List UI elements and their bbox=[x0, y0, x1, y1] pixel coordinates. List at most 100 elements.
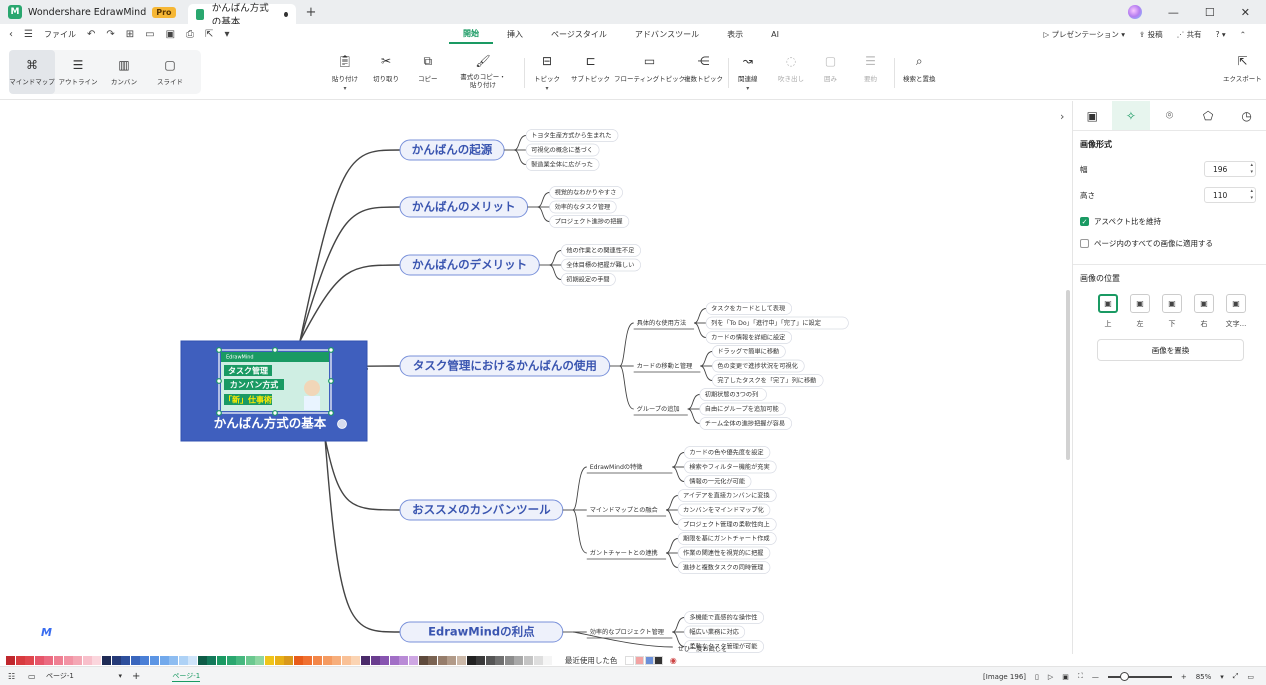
maximize-icon[interactable]: ☐ bbox=[1204, 5, 1215, 19]
color-swatch[interactable] bbox=[159, 655, 169, 665]
resize-handle[interactable] bbox=[272, 410, 278, 416]
resize-handle[interactable] bbox=[272, 347, 278, 353]
leaf-topic[interactable] bbox=[684, 475, 752, 488]
back-icon[interactable]: ‹ bbox=[9, 28, 13, 40]
mindmap-diagram[interactable]: EdrawMindタスク管理カンバン方式「新」仕事術かんばん方式の基本かんばんの… bbox=[0, 101, 1062, 654]
color-swatch[interactable] bbox=[408, 655, 418, 665]
keep-aspect-checkbox[interactable]: ✓ アスペクト比を維持 bbox=[1080, 214, 1266, 228]
find-replace-button[interactable]: ⌕検索と置換 bbox=[903, 54, 936, 83]
leaf-topic[interactable] bbox=[705, 331, 793, 344]
color-swatch[interactable] bbox=[274, 655, 284, 665]
position-bottom[interactable]: ▣下 bbox=[1161, 294, 1183, 329]
color-swatch[interactable] bbox=[111, 655, 121, 665]
document-tab[interactable]: かんばん方式の基本 bbox=[187, 3, 296, 28]
vertical-scrollbar[interactable] bbox=[1066, 290, 1070, 460]
leaf-topic[interactable] bbox=[677, 561, 771, 574]
color-swatch[interactable] bbox=[15, 655, 25, 665]
page-layout-icon[interactable]: ☷ bbox=[8, 671, 16, 681]
publish-button[interactable]: ⇪ 投稿 bbox=[1139, 29, 1163, 39]
view-kanban-button[interactable]: ▥カンバン bbox=[101, 50, 147, 94]
panel-icon[interactable]: ▭ bbox=[1247, 672, 1254, 681]
subtopic-button[interactable]: ⊏サブトピック bbox=[571, 54, 610, 83]
apply-all-checkbox[interactable]: ページ内のすべての画像に適用する bbox=[1080, 236, 1266, 250]
leaf-topic[interactable] bbox=[705, 316, 849, 330]
zoom-in-icon[interactable]: + bbox=[1180, 672, 1187, 681]
leaf-topic[interactable] bbox=[684, 625, 746, 639]
paste-button[interactable]: 📋︎貼り付け▾ bbox=[332, 54, 358, 92]
ribbon-tab-4[interactable]: 表示 bbox=[727, 29, 744, 39]
leaf-topic[interactable] bbox=[705, 302, 793, 315]
view-outline-button[interactable]: ☰アウトライン bbox=[55, 50, 101, 94]
color-swatch[interactable] bbox=[524, 655, 534, 665]
redo-icon[interactable]: ↷ bbox=[106, 28, 115, 40]
leaf-topic[interactable] bbox=[712, 374, 824, 387]
color-swatch[interactable] bbox=[121, 655, 131, 665]
color-swatch[interactable] bbox=[217, 655, 227, 665]
color-swatch[interactable] bbox=[82, 655, 92, 665]
zoom-knob[interactable] bbox=[1119, 671, 1129, 681]
ribbon-tab-5[interactable]: AI bbox=[771, 29, 779, 39]
summary-button[interactable]: ☰要約 bbox=[864, 54, 877, 83]
position-text[interactable]: ▣文字... bbox=[1225, 294, 1247, 329]
cut-button[interactable]: ✂切り取り bbox=[373, 54, 399, 83]
callout-button[interactable]: ◌吹き出し bbox=[778, 54, 804, 83]
subtopic[interactable] bbox=[549, 215, 630, 228]
leaf-topic[interactable] bbox=[699, 417, 793, 430]
color-swatch[interactable] bbox=[360, 655, 370, 665]
save-icon[interactable]: ▣ bbox=[165, 28, 176, 40]
help-button[interactable]: ? ▾ bbox=[1215, 29, 1226, 39]
page-view-icon[interactable]: ▭ bbox=[28, 671, 36, 681]
page-selector[interactable]: ページ-1▾ bbox=[46, 671, 122, 681]
subtopic[interactable] bbox=[549, 186, 623, 199]
color-swatch[interactable] bbox=[236, 655, 246, 665]
minimize-icon[interactable]: — bbox=[1167, 5, 1179, 19]
color-swatch[interactable] bbox=[207, 655, 217, 665]
resize-handle[interactable] bbox=[216, 378, 222, 384]
subtopic[interactable] bbox=[549, 200, 617, 214]
leaf-topic[interactable] bbox=[677, 489, 777, 502]
resize-handle[interactable] bbox=[216, 347, 222, 353]
color-swatch[interactable] bbox=[44, 655, 54, 665]
recent-color-swatch[interactable] bbox=[625, 655, 635, 665]
history-tab[interactable]: ◷ bbox=[1227, 101, 1266, 130]
color-swatch[interactable] bbox=[284, 655, 294, 665]
color-swatch[interactable] bbox=[332, 655, 342, 665]
ai-tab[interactable]: ✧ bbox=[1111, 101, 1151, 130]
color-swatch[interactable] bbox=[303, 655, 313, 665]
height-input[interactable]: 110 bbox=[1204, 187, 1256, 203]
leaf-topic[interactable] bbox=[712, 359, 805, 373]
ribbon-tab-3[interactable]: アドバンスツール bbox=[634, 29, 700, 39]
replace-image-button[interactable]: 画像を置換 bbox=[1097, 339, 1244, 361]
color-swatch[interactable] bbox=[226, 655, 236, 665]
recent-color-swatch[interactable] bbox=[654, 655, 664, 665]
open-folder-icon[interactable]: ▭ bbox=[145, 28, 155, 40]
color-swatch[interactable] bbox=[101, 655, 111, 665]
leaf-topic[interactable] bbox=[699, 402, 786, 416]
color-swatch[interactable] bbox=[504, 655, 514, 665]
color-swatch[interactable] bbox=[437, 655, 447, 665]
fit-icon[interactable]: ▯ bbox=[1035, 672, 1039, 681]
color-swatch[interactable] bbox=[389, 655, 399, 665]
color-swatch[interactable] bbox=[476, 655, 486, 665]
location-tab[interactable]: ⌾ bbox=[1150, 101, 1189, 130]
export-quick-icon[interactable]: ⇱ bbox=[205, 28, 214, 40]
ribbon-tab-0[interactable]: 開始 bbox=[449, 24, 493, 44]
style-tab[interactable]: ▣ bbox=[1073, 101, 1112, 130]
ribbon-tab-1[interactable]: 挿入 bbox=[507, 29, 523, 39]
unsaved-dot-icon[interactable] bbox=[283, 11, 288, 17]
color-swatch[interactable] bbox=[418, 655, 428, 665]
zoom-out-icon[interactable]: — bbox=[1091, 672, 1099, 681]
color-swatch[interactable] bbox=[351, 655, 361, 665]
color-swatch[interactable] bbox=[514, 655, 524, 665]
panel-collapse-icon[interactable]: › bbox=[1060, 110, 1065, 123]
color-swatch[interactable] bbox=[6, 655, 15, 665]
zoom-slider[interactable] bbox=[1107, 671, 1172, 681]
resize-handle[interactable] bbox=[328, 347, 334, 353]
color-swatch[interactable] bbox=[73, 655, 83, 665]
hamburger-icon[interactable]: ☰ bbox=[24, 28, 33, 40]
color-swatch[interactable] bbox=[466, 655, 476, 665]
color-swatch[interactable] bbox=[63, 655, 73, 665]
multiple-topics-button[interactable]: ⋲複数トピック bbox=[684, 54, 723, 83]
recent-color-swatch[interactable] bbox=[634, 655, 644, 665]
